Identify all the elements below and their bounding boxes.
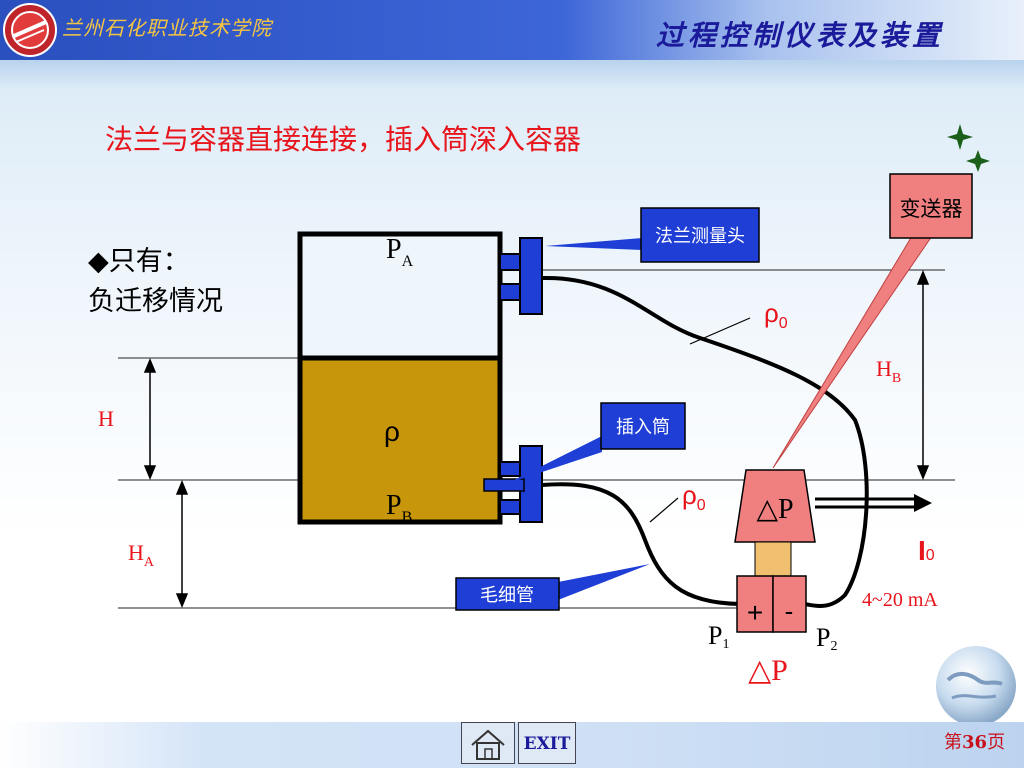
hb-dimension	[916, 270, 930, 480]
slide-title: 法兰与容器直接连接，插入筒深入容器	[105, 123, 582, 156]
lower-flange	[483, 445, 543, 523]
note-line-2: 负迁移情况	[88, 286, 223, 317]
transmitter-pointer	[772, 235, 933, 469]
h-label: H	[98, 406, 114, 431]
upper-capillary	[541, 275, 869, 608]
home-icon	[471, 729, 505, 760]
flange-head-label: 法兰测量头	[655, 226, 745, 247]
school-name: 兰州石化职业技术学院	[62, 16, 272, 40]
home-button[interactable]	[461, 722, 515, 764]
header-shade	[0, 60, 1024, 90]
insert-tube-callout	[600, 402, 686, 450]
page-number: 第36页	[944, 732, 1006, 753]
college-logo	[3, 3, 57, 57]
capillary-pointer	[558, 564, 650, 600]
insert-tube-label: 插入筒	[616, 417, 670, 438]
p2-label: P2	[816, 623, 837, 654]
rho0-top-label: ρ0	[764, 298, 788, 332]
dp-sensor-label: △P	[756, 494, 793, 525]
dp-bottom-label: △P	[748, 654, 788, 687]
dp-sensor-head	[734, 469, 816, 543]
capillary-callout	[455, 577, 560, 611]
ha-label: HA	[128, 540, 155, 570]
exit-button[interactable]: EXIT	[518, 722, 576, 764]
globe-icon	[936, 646, 1016, 726]
capillary-label: 毛细管	[480, 585, 534, 606]
transmitter-label: 变送器	[900, 197, 963, 221]
plus-sign: +	[747, 597, 763, 628]
range-label: 4~20 mA	[862, 589, 938, 611]
rho0-bottom-label: ρ0	[682, 480, 706, 514]
note: ◆只有： 负迁移情况	[88, 242, 223, 322]
rho0-top-leader	[689, 317, 751, 345]
dp-chamber-minus	[772, 575, 807, 633]
minus-sign: -	[785, 596, 794, 626]
insert-tube-pointer	[506, 436, 602, 484]
lower-capillary	[541, 482, 741, 606]
output-arrow	[815, 494, 932, 512]
rho0-bottom-leader	[649, 497, 679, 523]
transmitter-callout	[889, 173, 973, 239]
pb-label: PB	[386, 490, 412, 526]
header-bar	[0, 0, 1024, 60]
pa-label: PA	[386, 234, 414, 270]
sparkle-icon	[947, 124, 990, 172]
output-current-label: I0	[918, 535, 935, 566]
hb-label: HB	[876, 356, 901, 386]
insert-tube	[483, 478, 525, 492]
p1-label: P1	[708, 621, 729, 652]
dp-chamber-plus	[736, 575, 774, 633]
course-title: 过程控制仪表及装置	[655, 19, 944, 52]
h-dimension	[143, 358, 157, 480]
flange-head-callout	[640, 207, 760, 263]
flange-head-pointer	[545, 238, 642, 250]
rho-label: ρ	[384, 416, 400, 447]
upper-flange	[499, 237, 543, 315]
tank-liquid	[297, 355, 503, 525]
note-line-1: ◆只有：	[88, 246, 190, 277]
dp-connector	[754, 541, 792, 577]
ha-dimension	[175, 480, 189, 608]
